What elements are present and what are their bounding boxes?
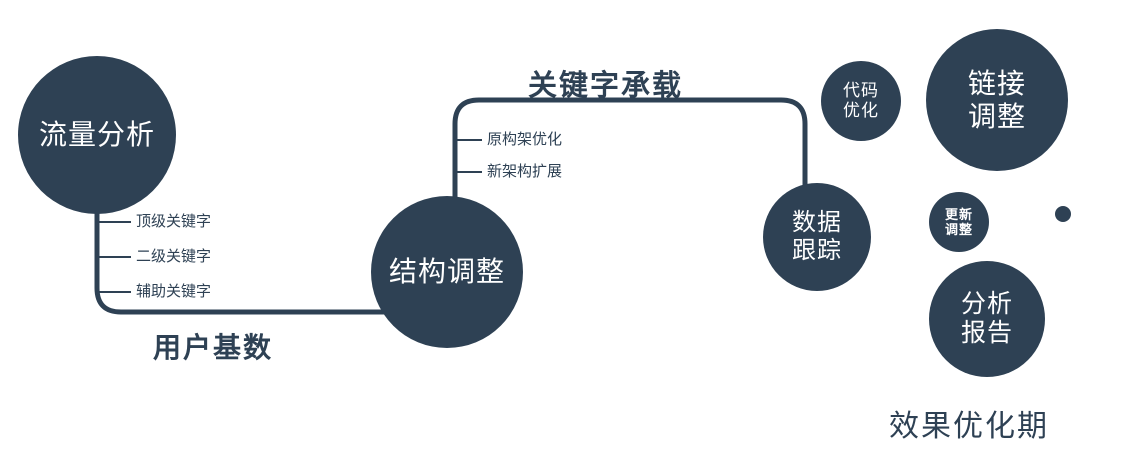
branch-label-new-framework: 新架构扩展 [487, 163, 563, 180]
node-data-tracking-line1: 数据 [792, 208, 842, 236]
connector-traffic-to-structure [94, 200, 410, 315]
node-code-optimization-line2: 优化 [843, 101, 879, 120]
node-traffic-analysis: 流量分析 [18, 56, 176, 214]
node-link-adjustment: 链接 调整 [926, 29, 1068, 171]
edge-label-keyword-bearing: 关键字承载 [528, 70, 684, 102]
branch-label-second-keywords: 二级关键字 [136, 248, 212, 265]
node-structure-adjustment: 结构调整 [371, 196, 523, 348]
node-code-optimization: 代码 优化 [821, 61, 901, 141]
connector-structure-to-data-tracking [452, 97, 808, 198]
branch-label-top-keywords: 顶级关键字 [136, 213, 212, 230]
node-update-adjustment-line2: 调整 [944, 222, 973, 237]
node-structure-adjustment-label: 结构调整 [388, 256, 505, 288]
node-link-adjustment-line1: 链接 [967, 67, 1026, 99]
dot-node [1055, 206, 1071, 222]
branch-label-auxiliary-keywords: 辅助关键字 [136, 283, 212, 300]
node-update-adjustment: 更新 调整 [929, 192, 989, 252]
branch-label-original-framework: 原构架优化 [487, 131, 563, 148]
node-data-tracking-line2: 跟踪 [792, 237, 842, 264]
node-link-adjustment-line2: 调整 [967, 101, 1026, 132]
node-analysis-report-line1: 分析 [960, 289, 1013, 318]
node-update-adjustment-line1: 更新 [944, 206, 973, 222]
node-code-optimization-line1: 代码 [843, 80, 879, 100]
node-analysis-report: 分析 报告 [929, 261, 1045, 377]
node-analysis-report-line2: 报告 [960, 319, 1013, 347]
node-data-tracking: 数据 跟踪 [763, 183, 871, 291]
node-traffic-analysis-label: 流量分析 [38, 119, 155, 151]
edge-label-user-base: 用户基数 [153, 332, 274, 363]
diagram-caption: 效果优化期 [889, 410, 1049, 443]
